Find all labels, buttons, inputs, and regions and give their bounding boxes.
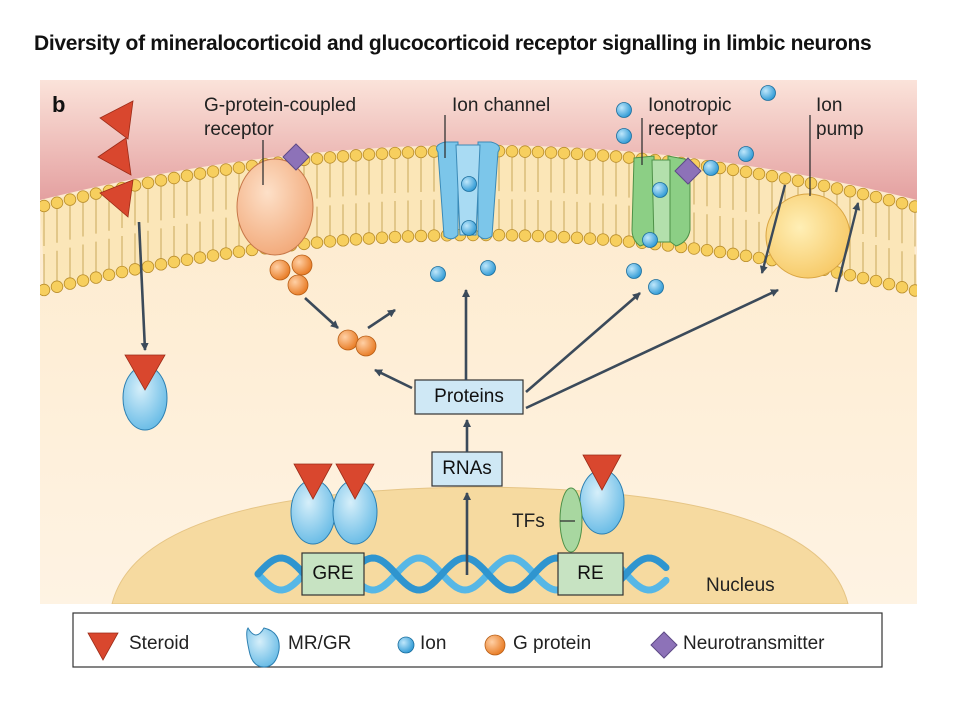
gpcr-label-line2: receptor — [204, 119, 274, 140]
ion-pump — [759, 115, 861, 293]
ion-dot — [461, 176, 477, 192]
signal-arrows — [137, 221, 779, 575]
re-box — [557, 552, 624, 596]
legend-neurotransmitter-icon — [650, 631, 678, 659]
ion-dot — [616, 128, 632, 144]
ionotropic-label-line1: Ionotropic — [648, 95, 732, 116]
ion-dot — [616, 102, 632, 118]
ion-dot — [738, 146, 754, 162]
ion-dot — [461, 220, 477, 236]
ion-dot — [430, 266, 446, 282]
legend-neurotransmitter-label: Neurotransmitter — [683, 633, 825, 654]
rnas-box — [431, 451, 503, 487]
ion-pump-label-line2: pump — [816, 119, 864, 140]
panel-label: b — [52, 92, 66, 117]
legend-steroid-label: Steroid — [129, 633, 190, 654]
ion-dot — [652, 182, 668, 198]
ion-dot — [480, 260, 496, 276]
steroids-outside — [97, 100, 134, 218]
legend-mr-gr-icon — [246, 627, 280, 668]
legend-steroid-icon — [87, 632, 119, 661]
proteins-label: Proteins — [434, 386, 504, 407]
ion-channel-label: Ion channel — [452, 95, 551, 116]
ion-dot — [703, 160, 719, 176]
ion-dot — [648, 279, 664, 295]
legend-ion-label: Ion — [420, 633, 447, 654]
tfs-label: TFs — [512, 511, 545, 532]
g-protein-cluster — [269, 254, 313, 296]
neurotransmitter-diamond — [282, 143, 310, 171]
legend-g-protein-icon — [484, 634, 506, 656]
legend-g-protein-label: G protein — [513, 633, 592, 654]
cytoplasmic-receptor-complex — [122, 354, 168, 431]
legend-box — [72, 612, 883, 668]
ionotropic-label-line2: receptor — [648, 119, 718, 140]
g-protein-pair — [337, 329, 377, 357]
ions — [430, 85, 776, 295]
re-label: RE — [577, 563, 604, 584]
figure-title: Diversity of mineralocorticoid and gluco… — [34, 32, 872, 55]
extracellular-space — [40, 80, 917, 200]
ion-dot — [642, 232, 658, 248]
ion-pump-label-line1: Ion — [816, 95, 843, 116]
legend-mr-gr-label: MR/GR — [288, 633, 352, 654]
gre-box — [301, 552, 365, 596]
gre-label: GRE — [312, 563, 354, 584]
legend-ion-icon — [397, 636, 415, 654]
neurotransmitter-diamond — [674, 157, 702, 185]
g-protein-coupled-receptor — [236, 140, 314, 256]
ion-dot — [760, 85, 776, 101]
nucleus-label: Nucleus — [706, 575, 775, 596]
rnas-label: RNAs — [442, 458, 492, 479]
nuclear-receptor-dimer — [290, 463, 378, 545]
proteins-box — [414, 379, 524, 415]
ion-dot — [626, 263, 642, 279]
transcription-factor — [559, 487, 583, 553]
gpcr-label-line1: G-protein-coupled — [204, 95, 357, 116]
